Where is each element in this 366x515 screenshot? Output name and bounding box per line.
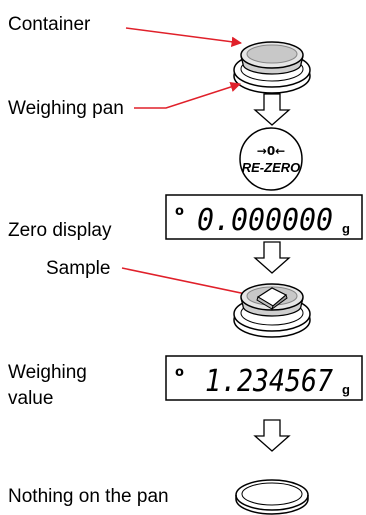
nothing-on-pan-label: Nothing on the pan xyxy=(8,486,169,507)
weighing-display-value: 1.234567 xyxy=(205,364,333,399)
down-arrow-icon xyxy=(253,419,291,452)
pan-with-sample-icon xyxy=(233,283,311,338)
container-leader-arrow xyxy=(125,27,243,47)
rezero-label: RE-ZERO xyxy=(242,160,301,175)
sample-leader-arrow xyxy=(121,267,262,301)
rezero-button[interactable]: →0← RE-ZERO xyxy=(239,127,303,191)
stability-indicator: o xyxy=(175,204,184,219)
weighing-display-unit: g xyxy=(342,382,350,397)
weighing-value-label-line2: value xyxy=(8,388,53,409)
pan-with-container-icon xyxy=(233,41,311,94)
zero-display-panel: o 0.000000 g xyxy=(165,194,363,240)
down-arrow-icon xyxy=(253,241,291,274)
weighing-display-panel: o 1.234567 g xyxy=(165,355,363,401)
zero-display-value: 0.000000 xyxy=(197,203,333,238)
weighing-value-label-line1: Weighing xyxy=(8,362,87,383)
weighing-pan-leader-arrow xyxy=(134,81,241,109)
down-arrow-icon xyxy=(253,93,291,126)
weighing-pan-label: Weighing pan xyxy=(8,98,124,119)
zero-display-label: Zero display xyxy=(8,220,112,241)
empty-pan-icon xyxy=(235,479,309,515)
zero-display-unit: g xyxy=(342,221,350,236)
sample-label: Sample xyxy=(46,258,110,279)
container-label: Container xyxy=(8,14,91,35)
stability-indicator: o xyxy=(175,365,184,380)
rezero-symbol: →0← xyxy=(257,144,285,158)
